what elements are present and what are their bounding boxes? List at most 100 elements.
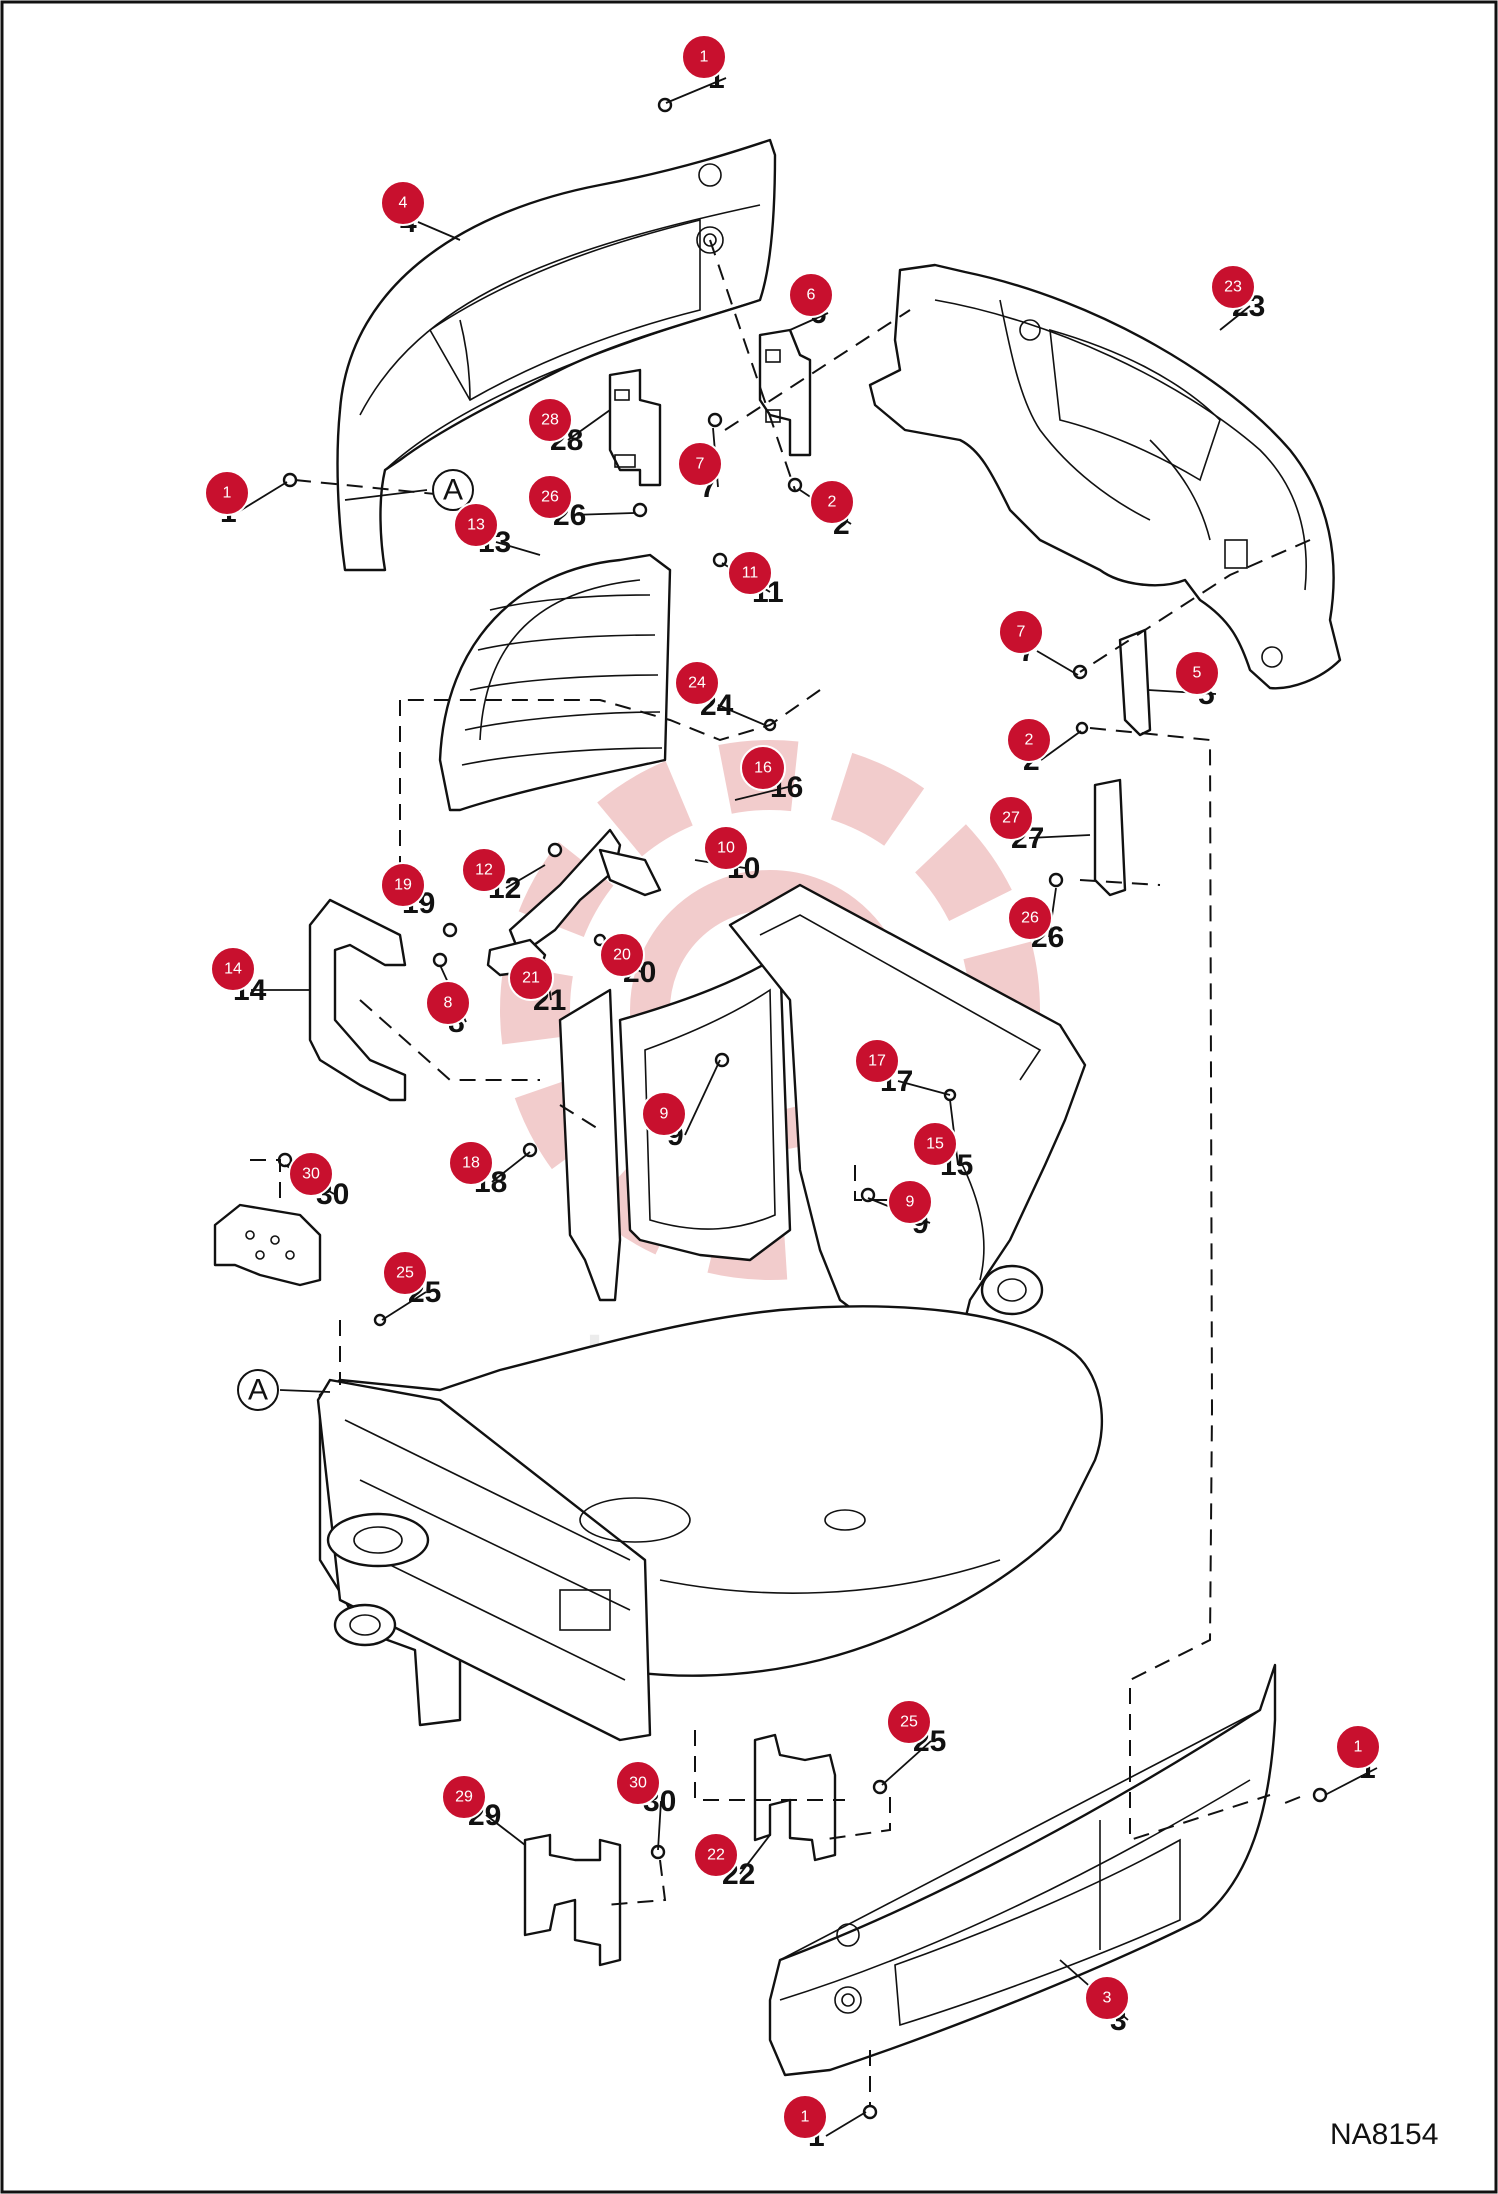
callout-badge-number: 2: [828, 494, 837, 511]
callout-badge-number: 2: [1025, 732, 1034, 749]
callout-leader-line: [417, 221, 461, 241]
callout-badge: [441, 1774, 487, 1820]
callout-badge: [382, 1250, 428, 1296]
part-22-bracket: [753, 1733, 837, 1862]
callout-leader-line: [495, 541, 541, 556]
callout-badge-number: 26: [1021, 910, 1039, 927]
callout-badge: [1007, 895, 1053, 941]
callout-1: 11: [204, 470, 288, 529]
part-29-bracket: [523, 1833, 622, 1967]
callout-badge-number: 17: [868, 1053, 886, 1070]
callout-4: 44: [380, 180, 461, 241]
callout-badge-number: 11: [742, 565, 759, 582]
callout-badge: [1335, 1724, 1381, 1770]
callout-leader-line: [1036, 650, 1079, 676]
callout-badge-number: 24: [688, 675, 706, 692]
drawing-id-code: NA8154: [1330, 2118, 1438, 2151]
callout-badge-number: 1: [223, 485, 232, 502]
reference-mark-a-lower-label: A: [248, 1374, 268, 1407]
callout-leader-line: [505, 864, 546, 889]
callout-badge: [681, 34, 727, 80]
part-23-counterweight: [868, 263, 1342, 690]
callout-2: 22: [799, 479, 855, 541]
callout-leader-line: [825, 2111, 867, 2137]
callout-badge-number: 8: [444, 995, 453, 1012]
callout-badge: [425, 980, 471, 1026]
callout-badge-number: 6: [807, 287, 816, 304]
callout-leader-line: [789, 312, 829, 331]
callout-7: 77: [998, 609, 1079, 676]
callout-badge-number: 4: [399, 195, 408, 212]
callout-9: 99: [867, 1179, 933, 1240]
callout-badge-number: 18: [462, 1155, 480, 1172]
callout-leader-line: [1219, 305, 1251, 331]
callout-badge: [854, 1038, 900, 1084]
callout-badge: [988, 795, 1034, 841]
callout-badge-number: 1: [1354, 1739, 1363, 1756]
callouts: 1144662323282877221126261313111177552424…: [204, 34, 1381, 2153]
callout-badge: [204, 470, 250, 516]
part-30-bracket: [213, 1203, 322, 1287]
callout-badge-number: 13: [467, 517, 485, 534]
assembly-lines: [250, 239, 1311, 2105]
callout-badge: [809, 479, 855, 525]
callout-badge: [527, 397, 573, 443]
callout-badge-number: 20: [613, 947, 631, 964]
callout-badge: [527, 474, 573, 520]
reference-mark-a-upper-label: A: [443, 474, 463, 507]
callout-badge: [788, 272, 834, 318]
callout-badge: [674, 660, 720, 706]
callout-badge: [599, 932, 645, 978]
callout-badge: [677, 441, 723, 487]
callout-leader-line: [897, 1080, 951, 1096]
callout-badge: [210, 946, 256, 992]
callout-badge-number: 21: [522, 970, 540, 987]
callout-1: 11: [1324, 1724, 1381, 1796]
callout-leader-line: [684, 1059, 721, 1136]
callout-badge-number: 9: [906, 1194, 915, 1211]
callout-badge: [1084, 1975, 1130, 2021]
callout-leader-line: [1324, 1767, 1378, 1796]
callout-badge-number: 25: [396, 1265, 414, 1282]
part-14-bracket: [308, 898, 407, 1102]
part-12-bracket: [508, 828, 662, 957]
callout-badge-number: 5: [1193, 665, 1202, 682]
callout-badge: [1006, 717, 1052, 763]
callout-leader-line: [237, 481, 288, 513]
callout-leader-line: [1040, 730, 1082, 761]
callout-badge: [448, 1140, 494, 1186]
callout-leader-line: [485, 1814, 526, 1846]
callout-badge-number: 9: [660, 1106, 669, 1123]
callout-badge: [380, 862, 426, 908]
callout-leader-line: [734, 786, 789, 801]
callout-badge: [1174, 650, 1220, 696]
callout-leader-line: [570, 512, 635, 516]
part-13-grille: [438, 553, 672, 812]
callout-badge-number: 1: [801, 2109, 810, 2126]
callout-7: 77: [677, 427, 723, 504]
callout-badge: [886, 1699, 932, 1745]
callout-badge-number: 19: [394, 877, 412, 894]
callout-badge-number: 16: [754, 760, 772, 777]
callout-badge-number: 14: [224, 961, 242, 978]
callout-badge: [912, 1121, 958, 1167]
callout-badge-number: 12: [475, 862, 493, 879]
callout-badge-number: 3: [1103, 1990, 1112, 2007]
callout-badge-number: 26: [541, 489, 559, 506]
